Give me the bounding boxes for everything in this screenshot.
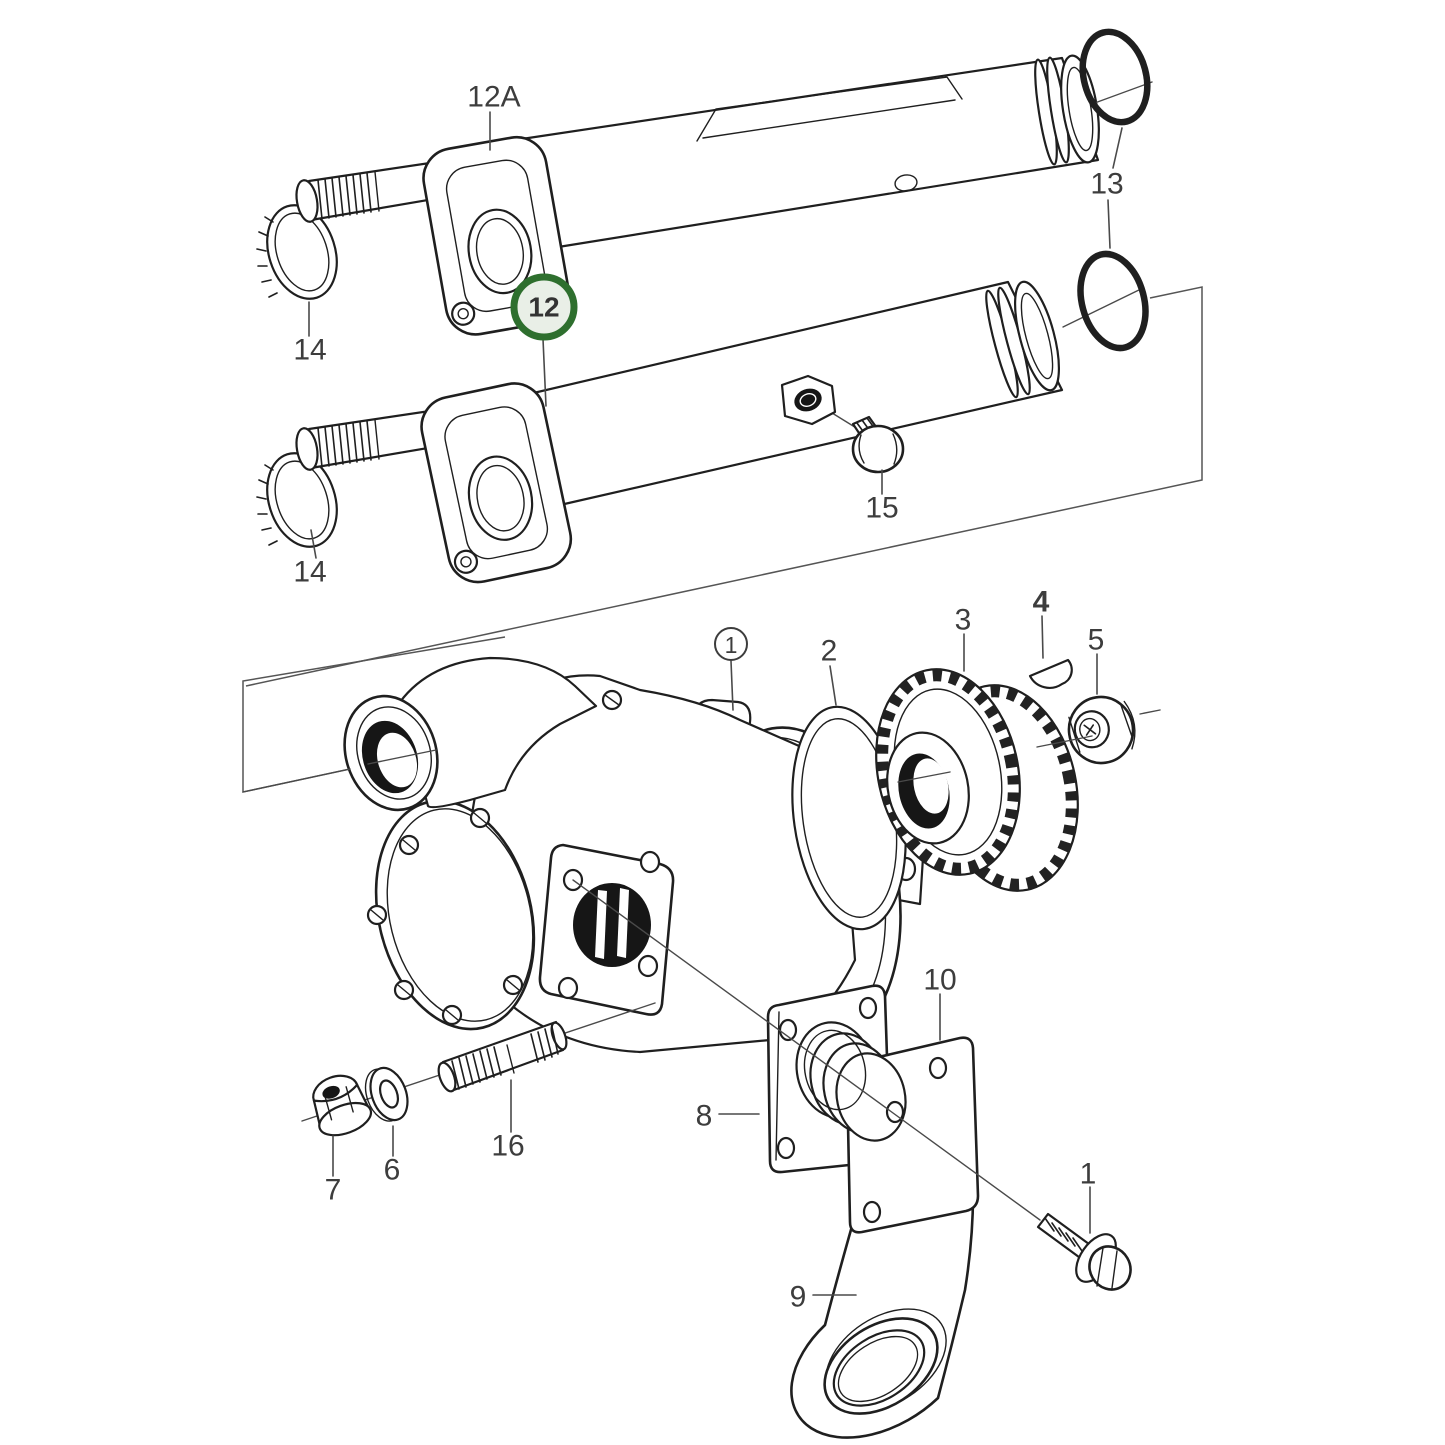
callout-15: 15 <box>865 469 899 525</box>
callout-12a: 12A <box>467 81 521 151</box>
part-label-5: 5 <box>1088 624 1105 657</box>
bolt-axis-line <box>572 879 1041 1221</box>
stud-16 <box>437 1020 568 1093</box>
pump-cover-plate <box>366 799 536 1031</box>
ring-14-lower <box>256 452 338 548</box>
callout-6: 6 <box>384 1125 401 1187</box>
part-label-13: 13 <box>1090 168 1123 201</box>
callout-16: 16 <box>491 1079 525 1163</box>
callout-2: 2 <box>821 635 838 706</box>
part-label-1-assembly: 1 <box>725 632 738 658</box>
part-label-4: 4 <box>1033 586 1050 619</box>
clamp-12 <box>420 382 573 584</box>
flange-10-holes <box>862 1056 948 1224</box>
highlight-ring[interactable] <box>510 273 578 341</box>
oring-13-lower <box>1077 250 1149 352</box>
oring-13-upper <box>1079 28 1151 126</box>
part-label-14-upper: 14 <box>293 334 326 367</box>
callout-8: 8 <box>696 1100 760 1133</box>
part-label-1-bolt: 1 <box>1080 1158 1097 1191</box>
callout-13: 13 <box>1090 127 1124 249</box>
bolt-1 <box>1036 1212 1132 1291</box>
part-label-16: 16 <box>491 1130 524 1163</box>
part-label-3: 3 <box>955 604 972 637</box>
callouts: 12A 13 14 12 14 15 1 <box>293 81 1123 1314</box>
part-label-7: 7 <box>325 1174 342 1207</box>
part-label-2: 2 <box>821 635 838 668</box>
key-4 <box>1028 658 1073 689</box>
shaft-axis-segments <box>242 709 1161 793</box>
pump-exploded-view <box>242 656 1161 1439</box>
part-label-9: 9 <box>790 1281 807 1314</box>
ring-14-upper <box>256 204 338 300</box>
part-label-15: 15 <box>865 492 898 525</box>
callout-14-upper: 14 <box>293 301 327 367</box>
elbow-9 <box>790 1193 975 1439</box>
callout-9: 9 <box>790 1281 857 1314</box>
callout-3: 3 <box>955 604 972 672</box>
callout-5: 5 <box>1088 624 1105 695</box>
callout-1-circled: 1 <box>714 627 748 711</box>
callout-14-lower: 14 <box>293 529 327 589</box>
callout-12-highlighted[interactable]: 12 <box>510 273 578 407</box>
pump-flange-face <box>538 843 675 1016</box>
callout-1-bolt: 1 <box>1080 1158 1097 1234</box>
pump-inlet <box>343 656 598 812</box>
callout-10: 10 <box>923 964 957 1041</box>
callout-7: 7 <box>325 1135 342 1207</box>
part-label-12[interactable]: 12 <box>528 292 559 323</box>
part-label-14-lower: 14 <box>293 556 326 589</box>
part-label-6: 6 <box>384 1154 401 1187</box>
cover-screws <box>366 807 524 1026</box>
pipe-assembly-12 <box>256 280 1144 584</box>
nut-5 <box>1067 695 1136 765</box>
part-label-10: 10 <box>923 964 956 997</box>
fitting-15 <box>780 374 905 474</box>
part-label-8: 8 <box>696 1100 713 1133</box>
tube-12a <box>513 54 1100 250</box>
callout-4: 4 <box>1033 586 1050 659</box>
part-label-12a: 12A <box>467 81 520 114</box>
nut-7 <box>312 1074 373 1137</box>
washer-6 <box>364 1066 409 1122</box>
